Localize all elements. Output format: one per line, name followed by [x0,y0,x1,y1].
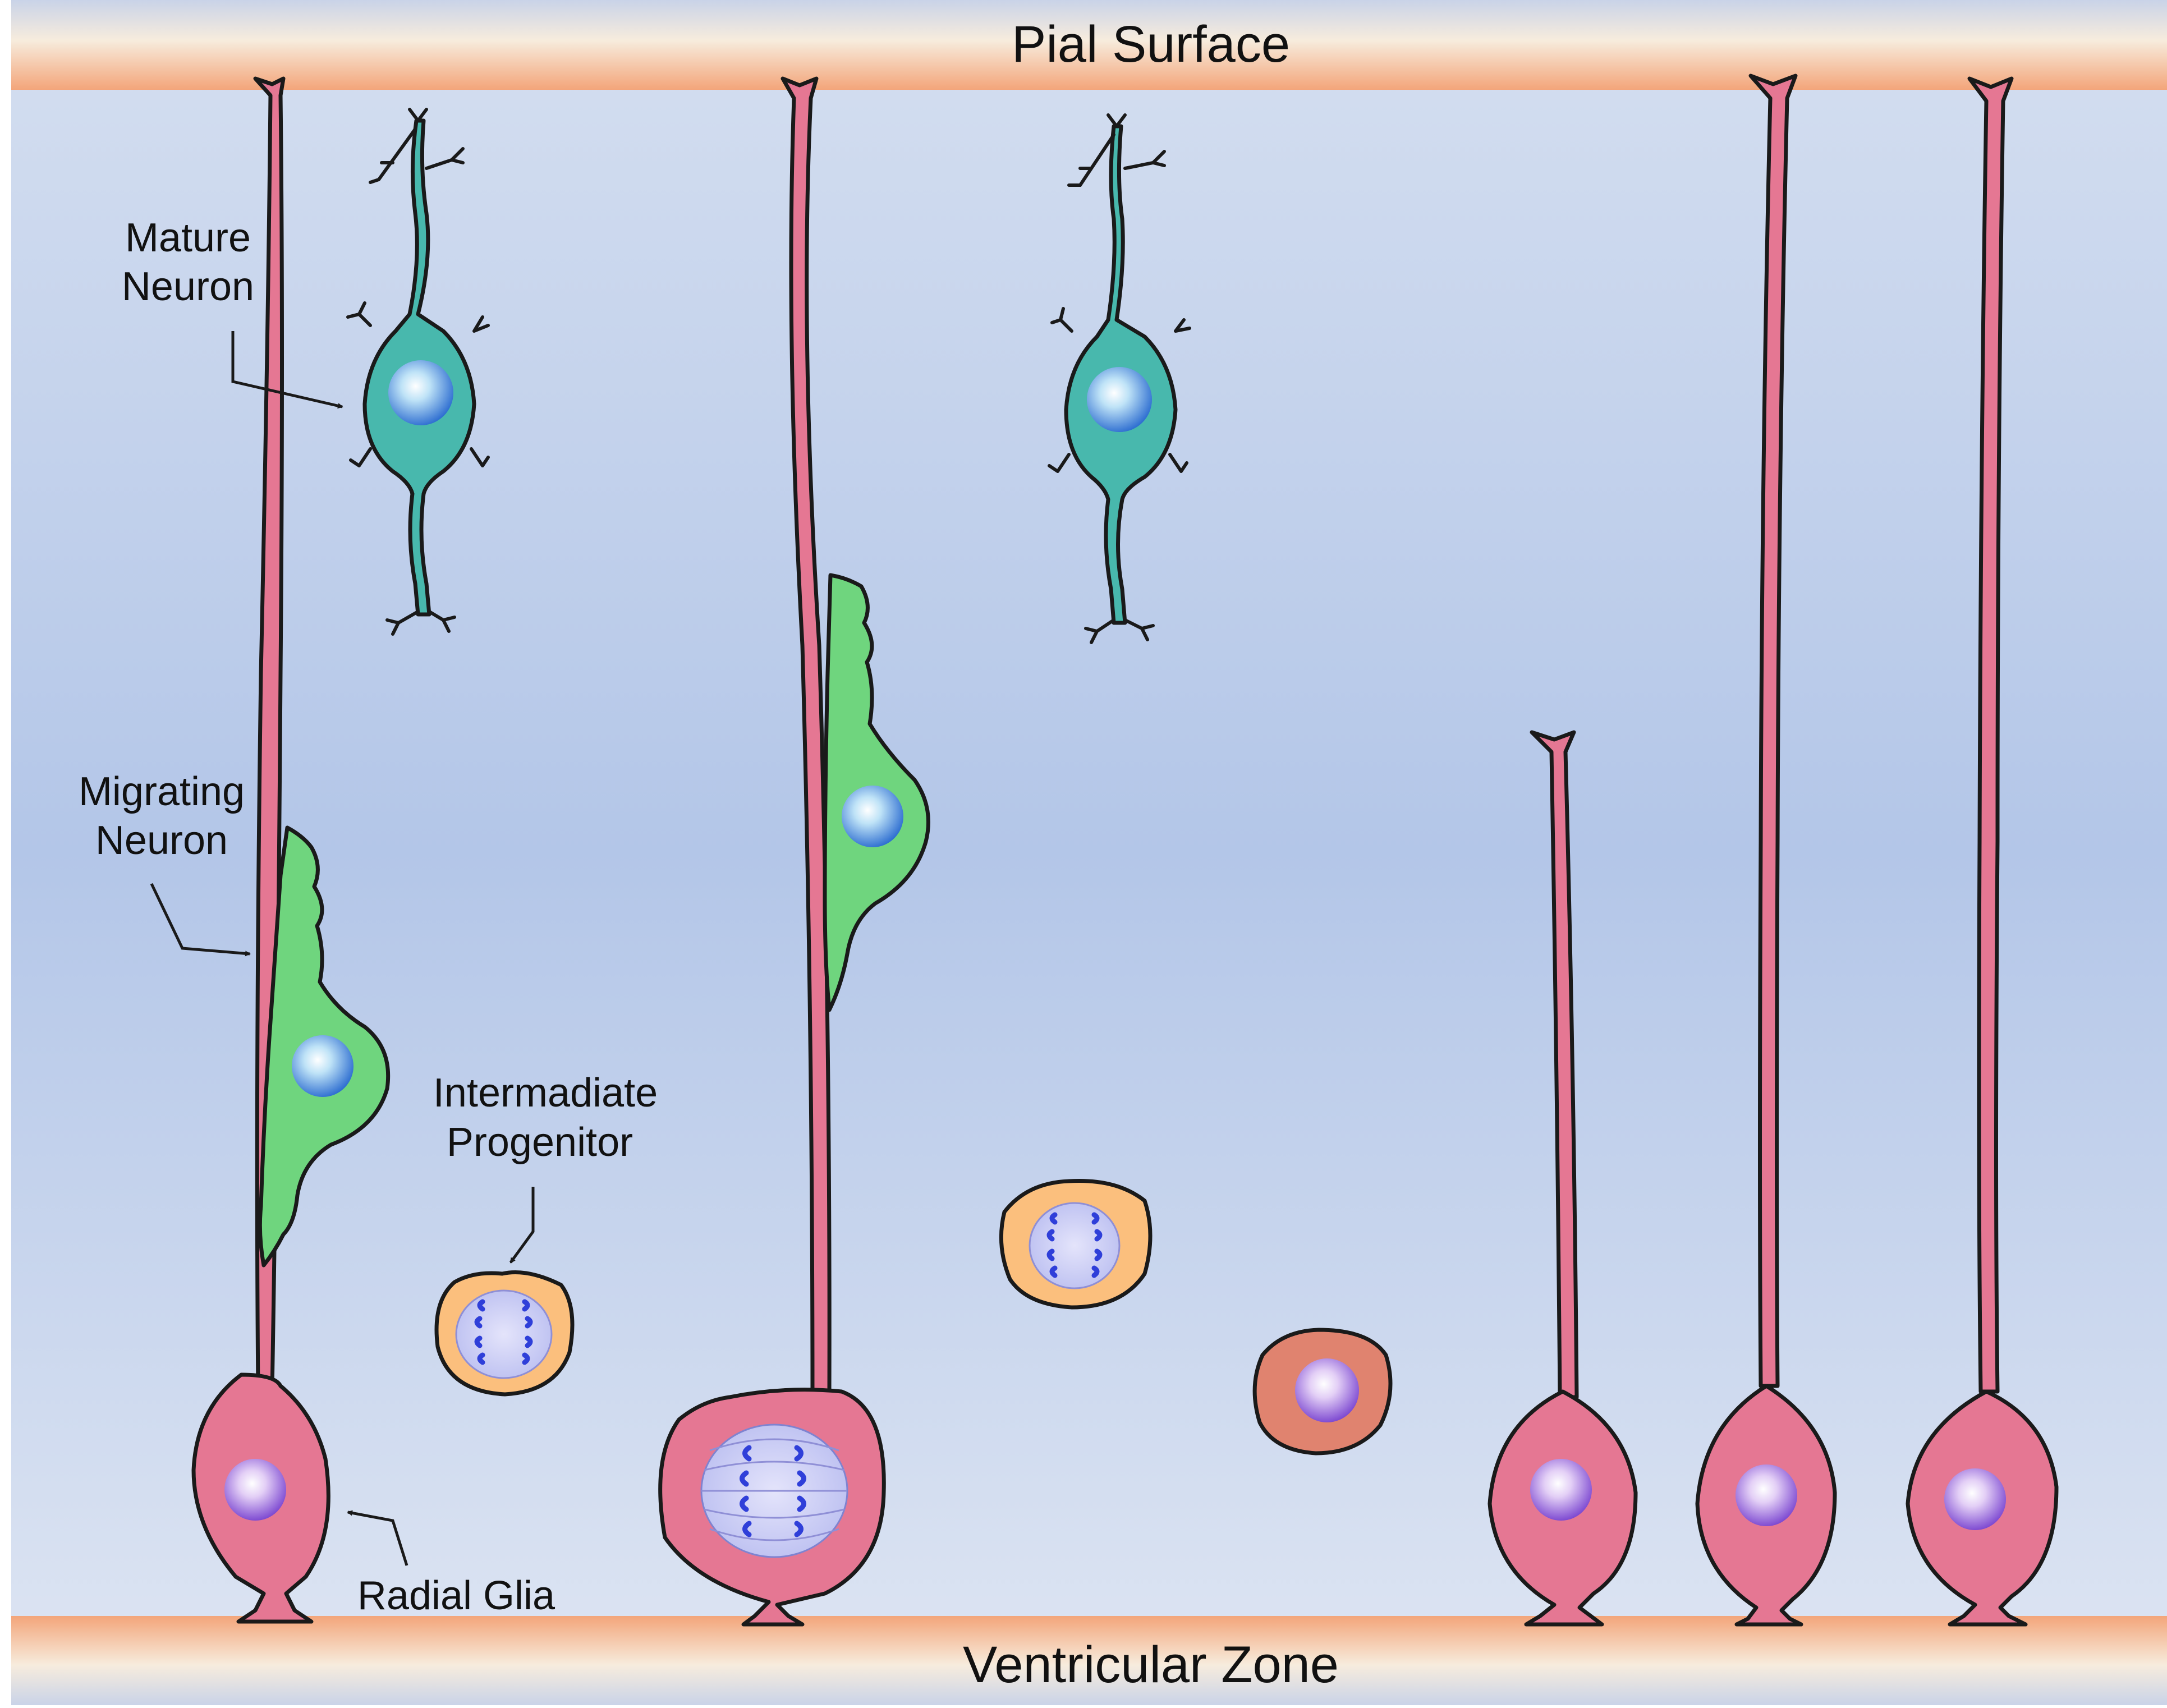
neuron-branches [1048,113,1191,644]
label-line-1: Intermadiate [433,1071,658,1115]
ventricular-zone-band [11,1616,2167,1705]
nucleus [1087,367,1152,432]
radial-glia-cell [1487,730,1638,1627]
ventricular-zone-label: Ventricular Zone [963,1636,1339,1693]
nucleus [842,786,903,847]
nucleus [224,1459,286,1521]
radial-glia-cell [1695,74,1837,1627]
chromosomes [474,1299,533,1365]
mature-neuron [1048,113,1191,644]
label-line-1: Migrating [79,769,245,814]
label-radial-glia-text: Radial Glia [357,1573,555,1618]
mitotic-spindle [1029,1202,1121,1289]
nucleus [1736,1464,1797,1526]
pial-surface-label: Pial Surface [1012,16,1290,73]
mature-neuron [346,108,490,636]
mitotic-spindle [455,1289,553,1379]
cortex-background [11,0,2167,1705]
arrow-migrating-neuron [150,883,251,957]
arrow-radial-glia [347,1510,408,1566]
label-migrating-neuron: Migrating Neuron [79,769,251,957]
radial-glia-fiber [1530,730,1579,1399]
migrating-neuron [823,573,930,1012]
nucleus [1944,1468,2006,1530]
label-line-2: Neuron [95,818,228,863]
label-line-2: Progenitor [447,1120,633,1165]
chromosomes [740,1445,806,1537]
radial-glia-cell [1906,76,2059,1627]
nucleus [388,360,453,425]
radial-glia-fiber [1967,76,2014,1394]
arrow-mature-neuron [231,331,343,409]
chromosomes [1046,1212,1103,1278]
arrow-intermediate-progenitor [509,1187,535,1264]
label-radial-glia: Radial Glia [347,1510,555,1618]
label-intermediate-progenitor: Intermadiate Progenitor [433,1071,658,1264]
nucleus [1295,1358,1359,1422]
nucleus [292,1035,353,1097]
intermediate-progenitor-cell-interphase [1252,1328,1393,1456]
intermediate-progenitor-cell [434,1270,575,1397]
pial-surface-band [11,0,2167,90]
migrating-neuron [258,825,391,1268]
radial-glia-dividing-cell [658,76,886,1627]
radial-glia-cell [191,76,330,1624]
nucleus [1530,1459,1592,1521]
neuron-branches [346,108,490,636]
spindle-fibers [701,1438,847,1541]
intermediate-progenitor-cell [999,1178,1153,1310]
label-mature-neuron: Mature Neuron [122,215,343,409]
radial-glia-fiber [1748,74,1798,1388]
label-line-1: Mature [125,215,251,260]
label-line-2: Neuron [122,264,254,309]
